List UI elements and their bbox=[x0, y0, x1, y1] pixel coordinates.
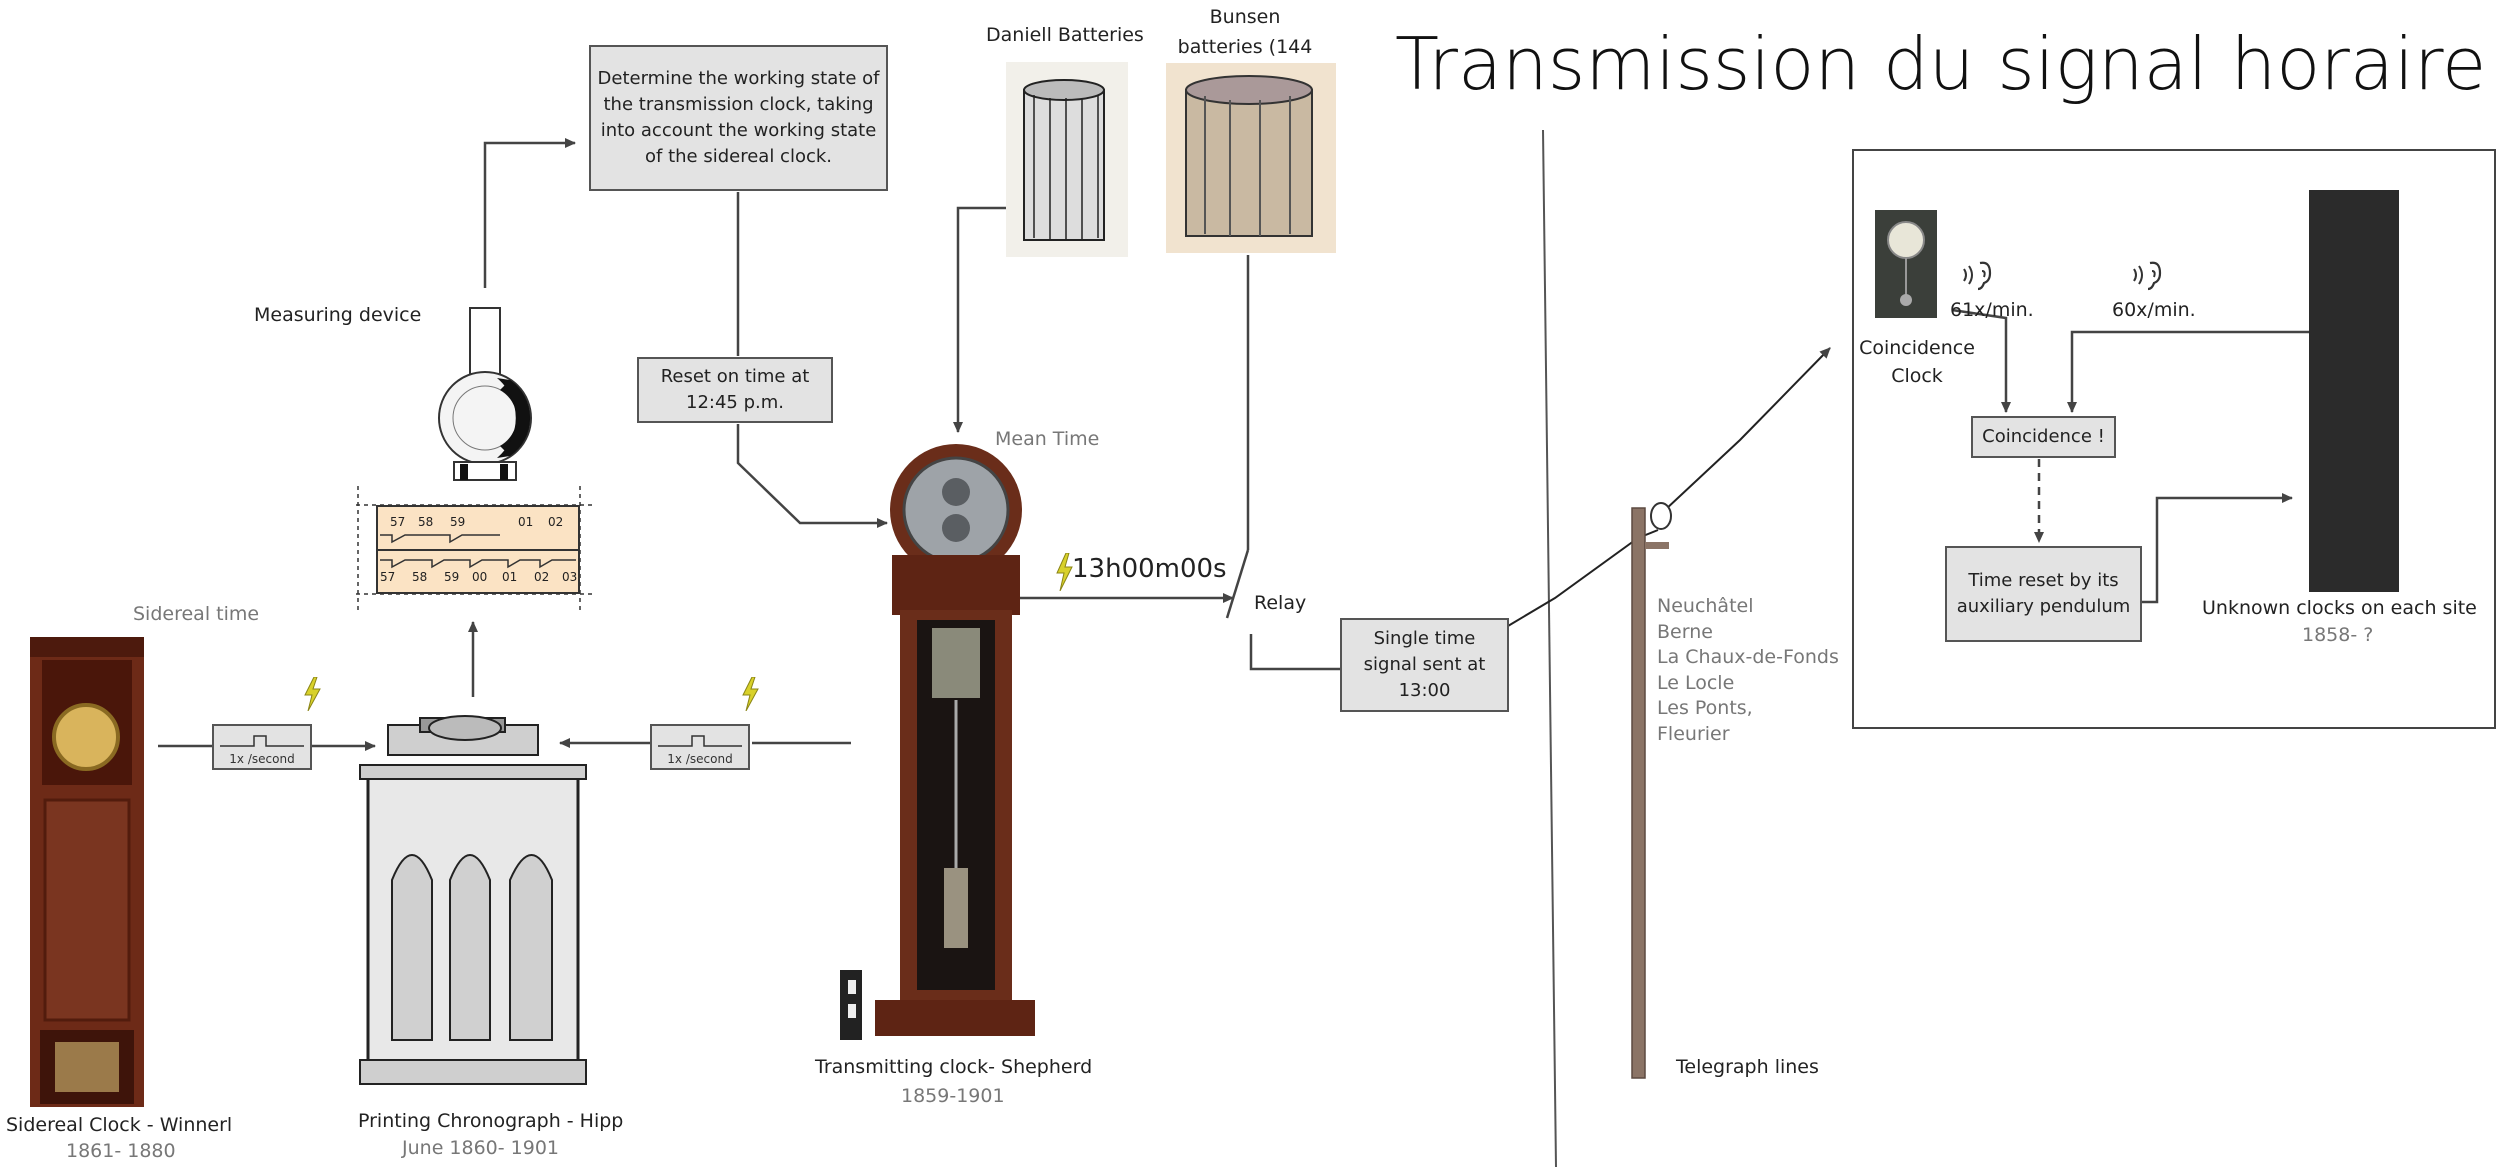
unknown-clocks-years: 1858- ? bbox=[2302, 624, 2373, 646]
time-reset-box: Time reset by its auxiliary pendulum bbox=[1945, 546, 2142, 642]
coincidence-box: Coincidence ! bbox=[1971, 416, 2116, 458]
coincidence-clock-label: Coincidence Clock bbox=[1857, 334, 1977, 390]
unknown-clocks-name: Unknown clocks on each site bbox=[2202, 597, 2477, 619]
sound-ear-icon bbox=[2130, 255, 2164, 295]
unknown-clock-block bbox=[2309, 190, 2399, 592]
rate-61-label: 61x/min. bbox=[1950, 299, 2034, 321]
rate-60-label: 60x/min. bbox=[2112, 299, 2196, 321]
sound-ear-icon bbox=[1960, 255, 1994, 295]
